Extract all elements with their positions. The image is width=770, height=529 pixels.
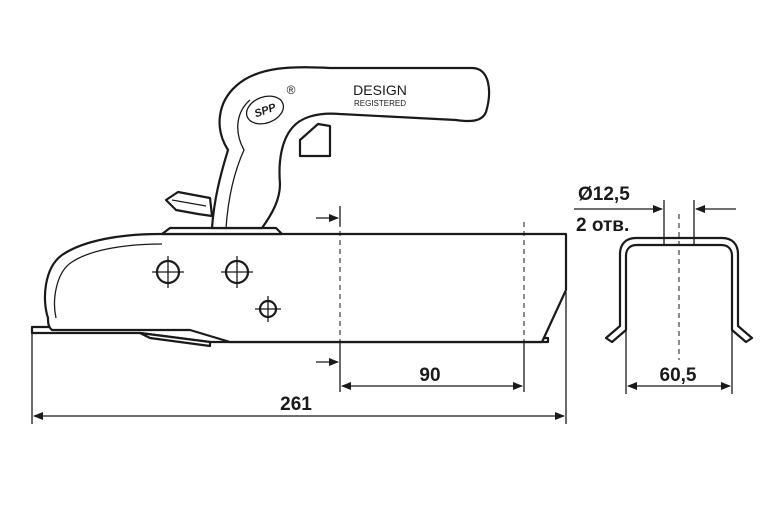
dim-261-label: 261 <box>280 394 312 415</box>
hole-diameter-label: Ø12,5 <box>578 184 630 205</box>
handle-groove <box>225 99 251 229</box>
bolt-hole-2 <box>221 256 253 288</box>
handle-lever <box>210 66 491 230</box>
safety-latch-line <box>171 199 207 207</box>
safety-latch <box>164 190 214 218</box>
side-view: SPP ® DESIGN REGISTERED <box>30 66 568 392</box>
housing-inner-contour <box>53 243 163 319</box>
design-label: DESIGN <box>353 82 407 98</box>
housing-body <box>43 232 568 344</box>
lock-button <box>298 122 332 158</box>
brand-logo-oval <box>245 95 285 125</box>
registered-mark: ® <box>287 83 296 97</box>
hole-count-label: 2 отв. <box>576 215 629 236</box>
bolt-hole-3 <box>255 296 281 322</box>
dim-90-label: 90 <box>419 365 440 386</box>
handle-collar <box>160 226 284 236</box>
channel-profile <box>604 236 754 344</box>
lower-wedge <box>138 331 212 348</box>
profile-width-label: 60,5 <box>660 365 697 386</box>
section-view: Ø12,5 2 отв. 60,5 <box>574 184 754 394</box>
registered-label: REGISTERED <box>354 99 406 108</box>
side-dimensions: 90 261 <box>31 292 567 424</box>
bolt-hole-1 <box>152 256 184 288</box>
